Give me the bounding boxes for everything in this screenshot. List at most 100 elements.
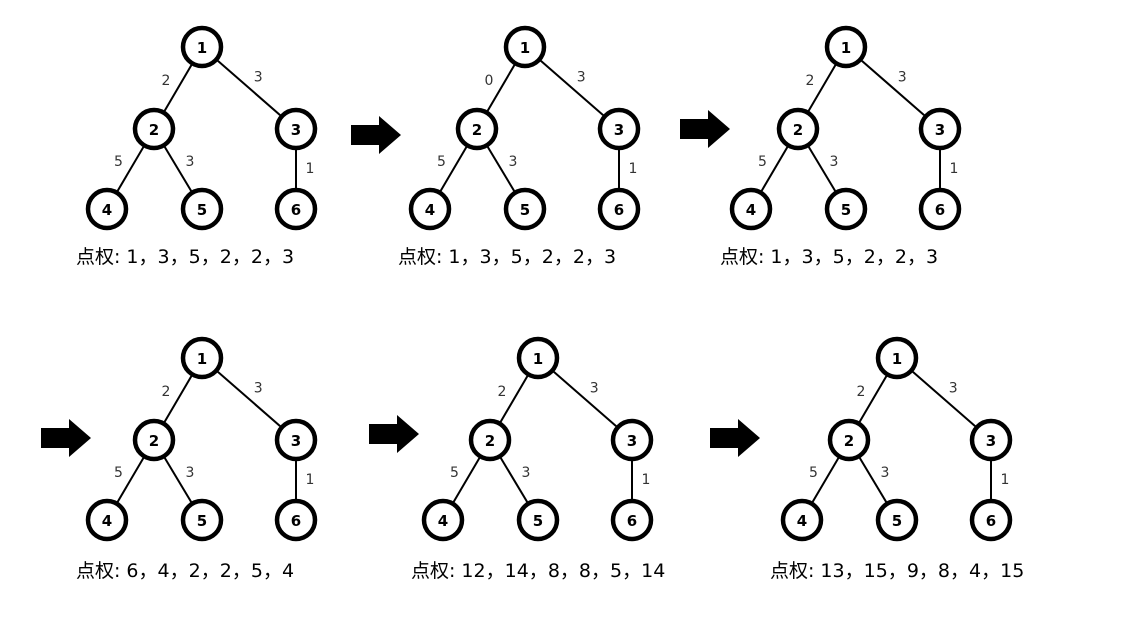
edge-weight-2-4: 5: [450, 465, 459, 481]
tree-node-2: 2: [132, 107, 176, 151]
node-label: 4: [102, 512, 112, 530]
node-weight-value: 8: [579, 560, 591, 582]
node-weight-value: 3: [926, 246, 938, 268]
node-circle: [918, 107, 962, 151]
separator: ，: [232, 560, 251, 582]
node-circle: [729, 187, 773, 231]
separator: ，: [232, 246, 251, 268]
node-label: 2: [149, 432, 159, 450]
node-circle: [824, 25, 868, 69]
node-weight-value: 2: [220, 560, 232, 582]
node-weight-value: 1: [770, 246, 782, 268]
node-label: 4: [746, 201, 756, 219]
node-circle: [85, 187, 129, 231]
node-label: 6: [935, 201, 945, 219]
edge-weight-3-6: 1: [306, 161, 315, 177]
node-circle: [780, 498, 824, 542]
tree-node-3: 3: [969, 418, 1013, 462]
node-weights-caption: 点权:1，3，5，2，2，3: [720, 246, 938, 268]
node-circle: [132, 418, 176, 462]
separator: ，: [876, 246, 895, 268]
node-label: 1: [520, 39, 530, 57]
node-weight-value: 8: [548, 560, 560, 582]
tree-node-4: 4: [780, 498, 824, 542]
node-label: 6: [986, 512, 996, 530]
edge-weight-1-3: 3: [590, 380, 599, 396]
tree-node-5: 5: [503, 187, 547, 231]
node-label: 5: [197, 201, 207, 219]
node-label: 1: [197, 39, 207, 57]
node-circle: [274, 107, 318, 151]
tree-node-6: 6: [274, 498, 318, 542]
separator: ，: [585, 246, 604, 268]
separator: ，: [907, 246, 926, 268]
tree-node-6: 6: [610, 498, 654, 542]
node-weight-value: 13: [820, 560, 844, 582]
edge-weight-2-5: 3: [186, 154, 195, 170]
separator: ，: [919, 560, 938, 582]
edge-weight-2-5: 3: [830, 154, 839, 170]
edge-weight-1-2: 2: [497, 384, 506, 400]
node-label: 1: [197, 350, 207, 368]
tree-node-3: 3: [918, 107, 962, 151]
node-label: 2: [485, 432, 495, 450]
tree-node-6: 6: [274, 187, 318, 231]
node-label: 3: [627, 432, 637, 450]
node-label: 2: [472, 121, 482, 139]
node-circle: [180, 498, 224, 542]
node-weight-value: 2: [864, 246, 876, 268]
node-label: 6: [627, 512, 637, 530]
node-weight-value: 3: [604, 246, 616, 268]
node-circle: [180, 187, 224, 231]
tree-node-1: 1: [503, 25, 547, 69]
node-label: 3: [291, 432, 301, 450]
node-weights-prefix: 点权:: [411, 560, 455, 582]
tree-node-3: 3: [274, 418, 318, 462]
node-weights-caption: 点权:1，3，5，2，2，3: [76, 246, 294, 268]
node-label: 1: [841, 39, 851, 57]
edge-weight-1-2: 2: [856, 384, 865, 400]
separator: ，: [529, 560, 548, 582]
separator: ，: [170, 246, 189, 268]
node-label: 2: [149, 121, 159, 139]
edge-weight-1-2: 2: [805, 73, 814, 89]
separator: ，: [554, 246, 573, 268]
separator: ，: [950, 560, 969, 582]
edge-weight-3-6: 1: [306, 472, 315, 488]
tree-node-1: 1: [824, 25, 868, 69]
tree-node-4: 4: [85, 498, 129, 542]
separator: ，: [622, 560, 641, 582]
node-label: 3: [986, 432, 996, 450]
edge-weight-2-5: 3: [186, 465, 195, 481]
node-circle: [274, 498, 318, 542]
separator: ，: [591, 560, 610, 582]
tree-node-1: 1: [875, 336, 919, 380]
node-circle: [274, 418, 318, 462]
node-weight-value: 3: [802, 246, 814, 268]
tree-node-6: 6: [597, 187, 641, 231]
edge-weight-2-4: 5: [809, 465, 818, 481]
node-circle: [180, 336, 224, 380]
tree-node-2: 2: [776, 107, 820, 151]
tree-node-3: 3: [597, 107, 641, 151]
node-weight-value: 12: [461, 560, 485, 582]
node-circle: [597, 187, 641, 231]
right-arrow-icon: [680, 110, 730, 148]
edge-weight-2-4: 5: [114, 154, 123, 170]
right-arrow-icon: [710, 419, 760, 457]
node-weight-value: 5: [833, 246, 845, 268]
node-label: 3: [614, 121, 624, 139]
node-circle: [421, 498, 465, 542]
edge-weight-1-3: 3: [254, 380, 263, 396]
node-weight-value: 8: [938, 560, 950, 582]
node-weight-value: 5: [251, 560, 263, 582]
tree-node-2: 2: [132, 418, 176, 462]
node-weights-prefix: 点权:: [720, 246, 764, 268]
node-label: 3: [935, 121, 945, 139]
node-weights-caption: 点权:6，4，2，2，5，4: [76, 560, 294, 582]
edge-weight-1-3: 3: [577, 69, 586, 85]
node-weight-value: 2: [189, 560, 201, 582]
